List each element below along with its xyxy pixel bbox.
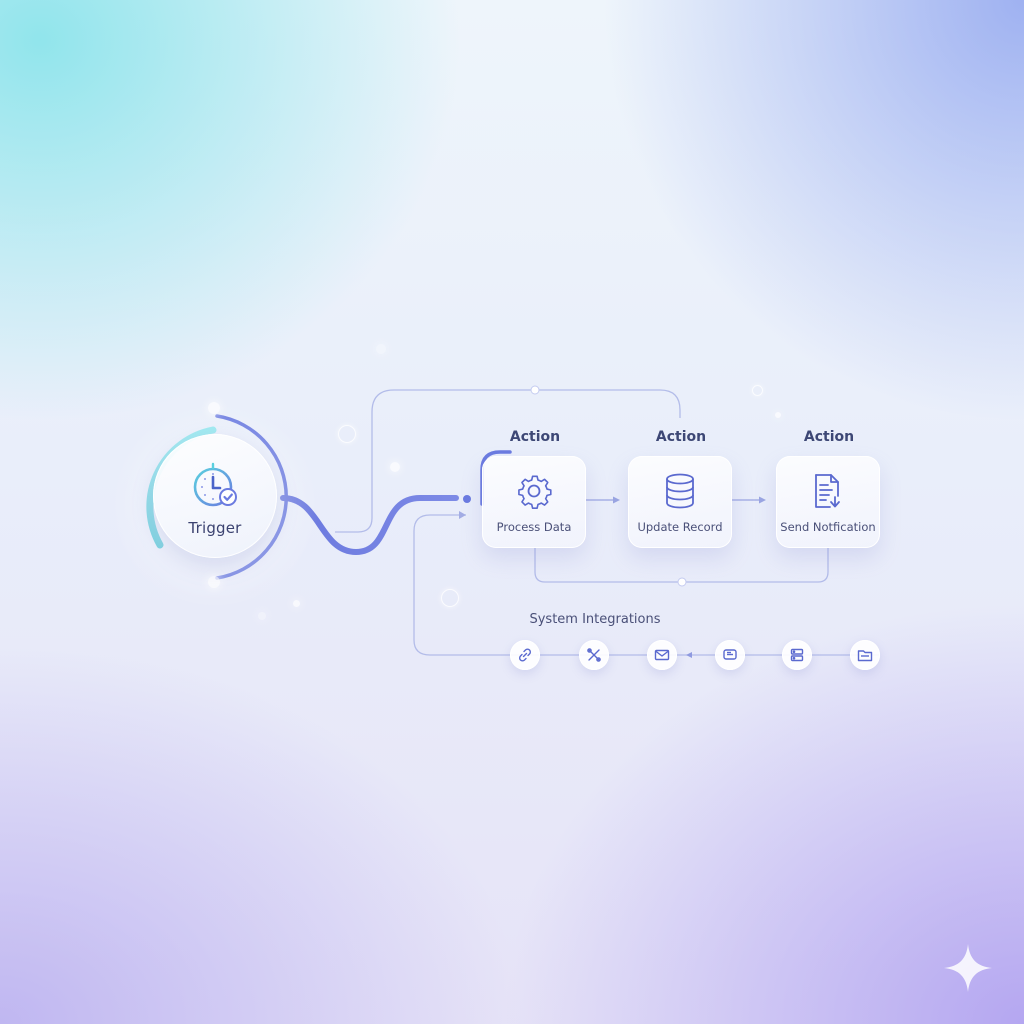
server-icon[interactable] (782, 640, 812, 670)
document-arrow-icon (815, 474, 840, 508)
action-1-label: Process Data (496, 520, 572, 534)
action-card-process-data[interactable]: Process Data (482, 456, 586, 548)
action-2-label: Update Record (637, 520, 723, 534)
bokeh-dot (775, 412, 781, 418)
tools-icon[interactable] (579, 640, 609, 670)
trigger-label: Trigger (188, 519, 242, 537)
chat-icon[interactable] (715, 640, 745, 670)
action-card-update-record[interactable]: Update Record (628, 456, 732, 548)
bokeh-ring (338, 425, 356, 443)
link-icon[interactable] (510, 640, 540, 670)
bokeh-ring (441, 589, 459, 607)
action-3-title: Action (803, 429, 855, 445)
mail-icon[interactable] (647, 640, 677, 670)
trigger-node[interactable]: Trigger (153, 434, 277, 558)
gear-icon (518, 475, 552, 509)
action-3-label: Send Notfication (780, 520, 876, 534)
clock-check-icon (193, 462, 237, 507)
wire-end-dot (463, 495, 471, 503)
top-loop-line (335, 389, 681, 533)
integrations-feed-line (413, 514, 880, 656)
top-loop-dot (530, 385, 540, 395)
action-1-title: Action (509, 429, 561, 445)
bokeh-ring (752, 385, 763, 396)
sparkle-icon (944, 944, 992, 992)
integrations-title: System Integrations (529, 612, 661, 627)
bokeh-dot (258, 612, 266, 620)
bokeh-dot (293, 600, 300, 607)
bottom-return-dot (677, 577, 687, 587)
bottom-return-line (534, 548, 829, 583)
bokeh-dot (376, 344, 386, 354)
action-2-title: Action (655, 429, 707, 445)
database-icon (666, 473, 694, 509)
bokeh-dot (390, 462, 400, 472)
folder-icon[interactable] (850, 640, 880, 670)
action-card-send-notification[interactable]: Send Notfication (776, 456, 880, 548)
